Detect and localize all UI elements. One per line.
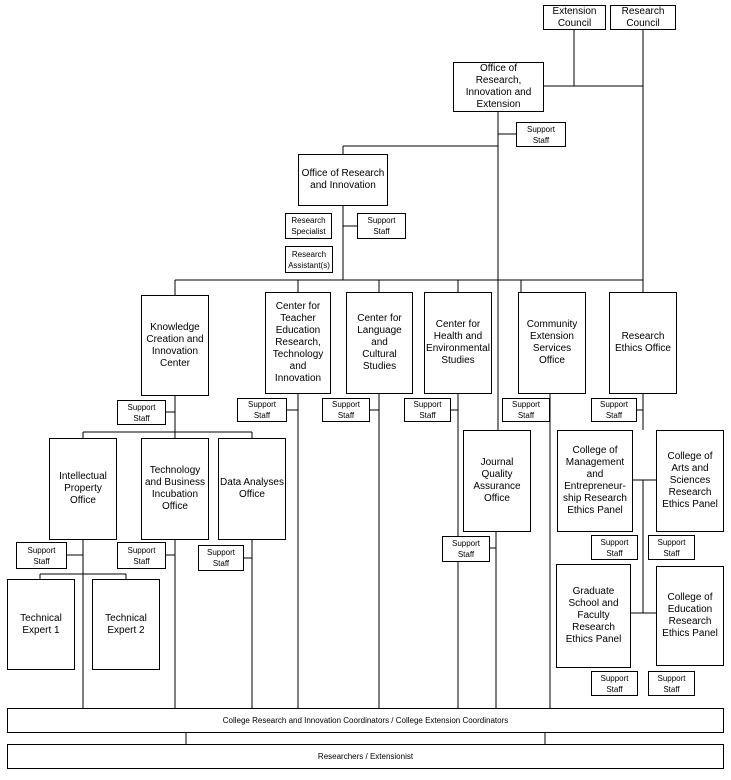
dao-support-staff-label: Support Staff xyxy=(206,548,236,568)
clcs-support-staff-label: Support Staff xyxy=(331,400,361,420)
cte-label: Center for Teacher Education Research, T… xyxy=(272,301,324,384)
kcic-support-staff-label: Support Staff xyxy=(127,402,156,423)
ipo-label: Intellectual Property Office xyxy=(59,471,107,506)
dao-label: Data Analyses Office xyxy=(220,477,284,500)
tbio-label: Technology and Business Incubation Offic… xyxy=(144,465,206,512)
orie-box: Office of Research, Innovation and Exten… xyxy=(453,62,544,112)
reo-support-staff-box: Support Staff xyxy=(591,398,637,422)
gsf-panel-label: Graduate School and Faculty Research Eth… xyxy=(565,586,622,645)
cte-support-staff-box: Support Staff xyxy=(237,398,287,422)
cesso-support-staff-box: Support Staff xyxy=(502,398,550,422)
orie-support-staff-label: Support Staff xyxy=(526,124,556,145)
gsf-support-staff-label: Support Staff xyxy=(600,673,629,694)
cas-panel-label: College of Arts and Sciences Research Et… xyxy=(662,451,718,510)
cmer-panel-box: College of Management and Entrepreneur- … xyxy=(557,430,633,532)
cas-support-staff-label: Support Staff xyxy=(657,537,686,558)
researchers-label: Researchers / Extensionist xyxy=(317,751,414,761)
ori-box: Office of Research and Innovation xyxy=(298,154,388,206)
coordinators-label: College Research and Innovation Coordina… xyxy=(222,715,509,725)
cte-box: Center for Teacher Education Research, T… xyxy=(265,292,331,394)
researchers-bar: Researchers / Extensionist xyxy=(7,744,724,769)
orie-support-staff-box: Support Staff xyxy=(516,122,566,147)
ipo-box: Intellectual Property Office xyxy=(49,438,117,540)
clcs-support-staff-box: Support Staff xyxy=(322,398,370,422)
extension-council-box: Extension Council xyxy=(543,5,606,30)
ori-support-staff-box: Support Staff xyxy=(357,213,406,239)
ches-label: Center for Health and Environmental Stud… xyxy=(426,319,490,366)
ipo-support-staff-label: Support Staff xyxy=(27,545,56,566)
cas-panel-box: College of Arts and Sciences Research Et… xyxy=(656,430,724,532)
coe-panel-label: College of Education Research Ethics Pan… xyxy=(662,592,718,639)
technical-expert-2-box: Technical Expert 2 xyxy=(92,579,160,670)
dao-support-staff-box: Support Staff xyxy=(198,545,244,571)
gsf-panel-box: Graduate School and Faculty Research Eth… xyxy=(556,564,631,668)
kcic-label: Knowledge Creation and Innovation Center xyxy=(146,321,204,369)
ipo-support-staff-box: Support Staff xyxy=(16,542,67,569)
ori-support-staff-label: Support Staff xyxy=(367,216,396,236)
extension-council-label: Extension Council xyxy=(552,5,597,29)
research-assistants-box: Research Assistant(s) xyxy=(285,246,333,273)
technical-expert-2-label: Technical Expert 2 xyxy=(105,612,147,636)
research-council-box: Research Council xyxy=(610,5,676,30)
reo-box: Research Ethics Office xyxy=(609,292,677,394)
cesso-box: Community Extension Services Office xyxy=(518,292,586,394)
cmer-support-staff-label: Support Staff xyxy=(600,537,629,558)
cmer-panel-label: College of Management and Entrepreneur- … xyxy=(563,445,627,516)
cte-support-staff-label: Support Staff xyxy=(247,400,277,420)
ches-box: Center for Health and Environmental Stud… xyxy=(424,292,492,394)
coe-support-staff-box: Support Staff xyxy=(648,671,695,696)
cesso-support-staff-label: Support Staff xyxy=(511,400,541,420)
technical-expert-1-label: Technical Expert 1 xyxy=(20,612,62,636)
kcic-box: Knowledge Creation and Innovation Center xyxy=(141,295,209,396)
research-council-label: Research Council xyxy=(621,5,665,29)
coe-panel-box: College of Education Research Ethics Pan… xyxy=(656,566,724,666)
dao-box: Data Analyses Office xyxy=(218,438,286,540)
jqao-box: Journal Quality Assurance Office xyxy=(463,430,531,532)
coe-support-staff-label: Support Staff xyxy=(657,673,686,694)
ches-support-staff-label: Support Staff xyxy=(413,400,442,420)
tbio-support-staff-box: Support Staff xyxy=(117,542,166,569)
technical-expert-1-box: Technical Expert 1 xyxy=(7,579,75,670)
clcs-box: Center for Language and Cultural Studies xyxy=(346,292,413,394)
coordinators-bar: College Research and Innovation Coordina… xyxy=(7,708,724,733)
cesso-label: Community Extension Services Office xyxy=(526,319,578,366)
cas-support-staff-box: Support Staff xyxy=(648,535,695,560)
research-assistants-label: Research Assistant(s) xyxy=(288,249,330,270)
orie-label: Office of Research, Innovation and Exten… xyxy=(465,63,532,110)
reo-label: Research Ethics Office xyxy=(615,331,671,354)
cmer-support-staff-box: Support Staff xyxy=(591,535,638,560)
jqao-label: Journal Quality Assurance Office xyxy=(473,457,521,504)
research-specialist-box: Research Specialist xyxy=(285,213,332,239)
ches-support-staff-box: Support Staff xyxy=(404,398,451,422)
research-specialist-label: Research Specialist xyxy=(291,216,326,236)
jqao-support-staff-box: Support Staff xyxy=(442,536,490,562)
gsf-support-staff-box: Support Staff xyxy=(591,671,638,696)
ori-label: Office of Research and Innovation xyxy=(301,168,385,191)
tbio-support-staff-label: Support Staff xyxy=(127,545,156,566)
tbio-box: Technology and Business Incubation Offic… xyxy=(141,438,209,540)
reo-support-staff-label: Support Staff xyxy=(599,400,629,420)
jqao-support-staff-label: Support Staff xyxy=(451,539,481,559)
clcs-label: Center for Language and Cultural Studies xyxy=(357,313,402,372)
kcic-support-staff-box: Support Staff xyxy=(117,400,166,425)
